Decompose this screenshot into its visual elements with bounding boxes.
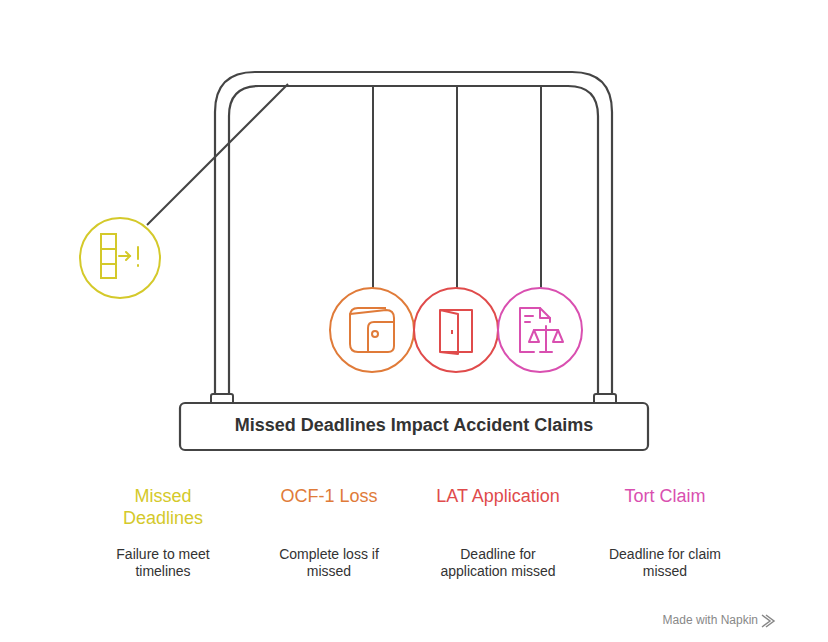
column-description: Failure to meet timelines	[93, 546, 233, 580]
pendulum-string	[456, 86, 458, 288]
column-heading: Missed Deadlines	[107, 486, 219, 529]
pendulum-string	[372, 86, 374, 288]
missed-deadline-ball	[80, 218, 160, 298]
column-heading: LAT Application	[408, 486, 588, 508]
column-heading: Tort Claim	[575, 486, 755, 508]
door-ball	[414, 288, 498, 372]
cradle-frame	[215, 72, 612, 400]
legal-ball	[498, 288, 582, 372]
watermark: Made with Napkin	[618, 613, 758, 627]
pendulum-string	[540, 86, 542, 288]
napkin-logo	[762, 615, 774, 627]
column-description: Complete loss if missed	[259, 546, 399, 580]
column-heading: OCF-1 Loss	[239, 486, 419, 508]
wallet-ball	[330, 288, 414, 372]
column-description: Deadline for claim missed	[595, 546, 735, 580]
cradle-base	[180, 403, 648, 450]
diagram-title: Missed Deadlines Impact Accident Claims	[184, 415, 644, 437]
column-description: Deadline for application missed	[428, 546, 568, 580]
cradle-frame-inner	[229, 86, 598, 400]
pendulum-string	[147, 84, 288, 225]
